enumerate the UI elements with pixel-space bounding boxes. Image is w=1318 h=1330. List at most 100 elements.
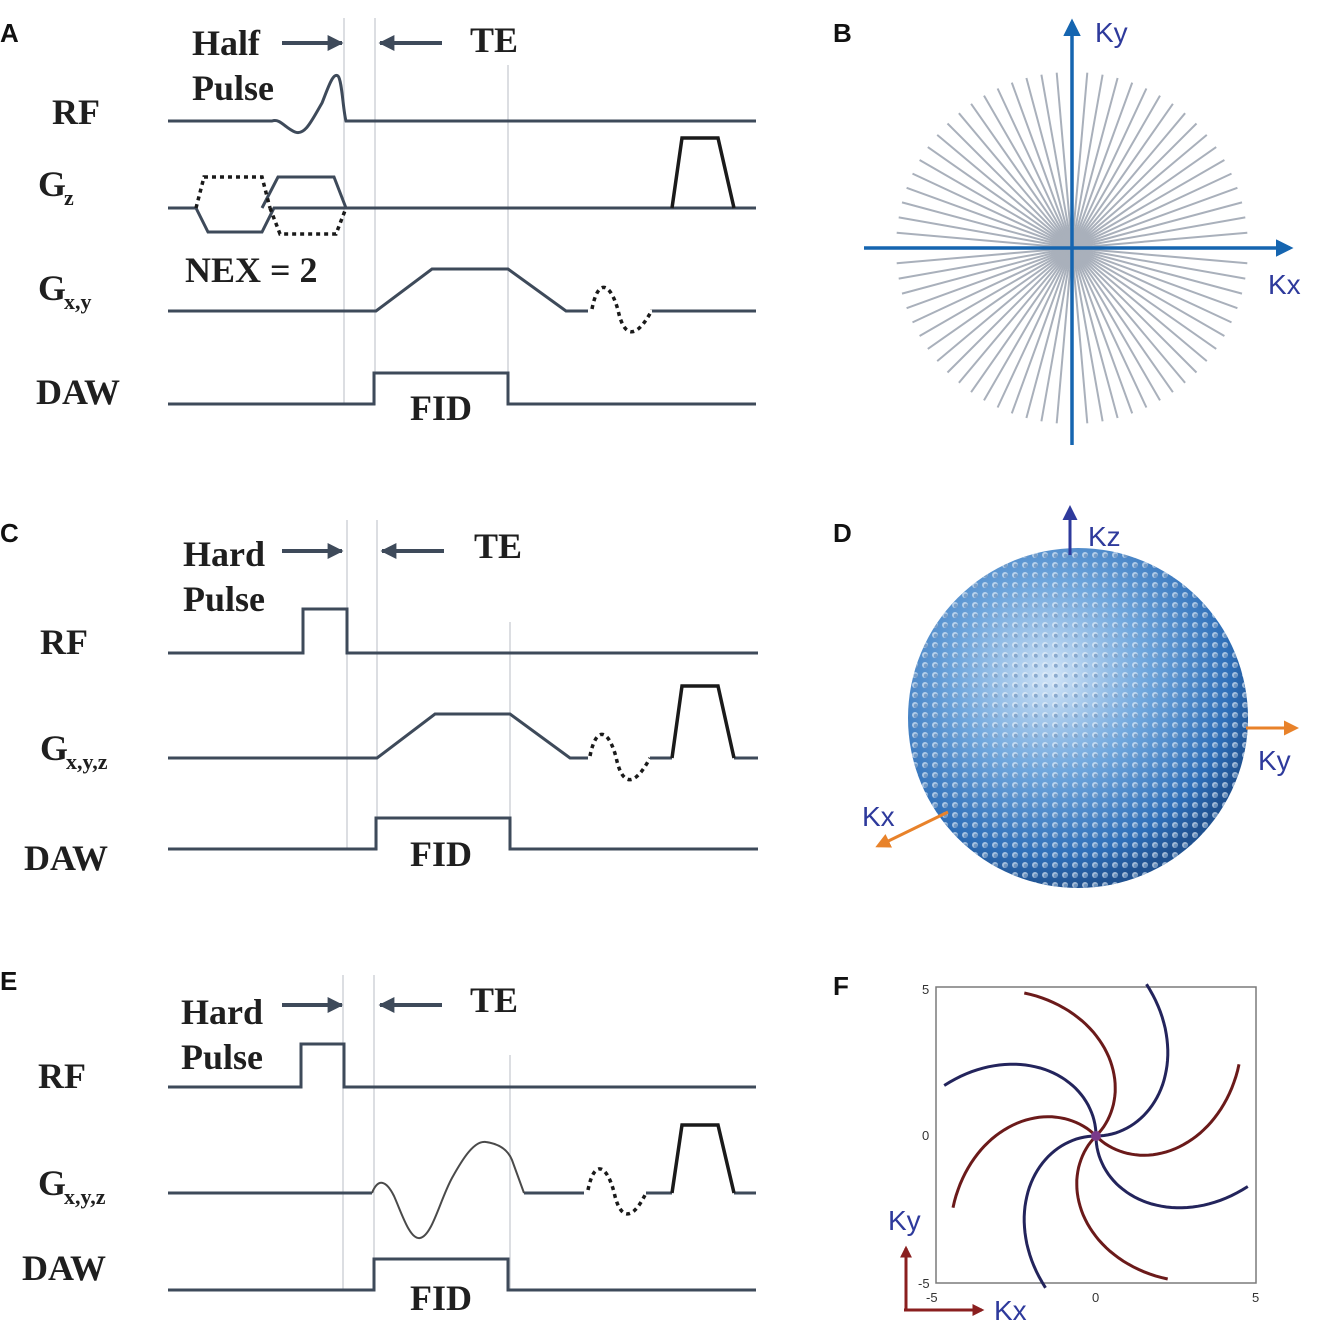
kspace-center [1091,1131,1101,1141]
hard-label: Hard [183,534,265,574]
x-tick-min: -5 [926,1290,938,1305]
gxy-subscript: x,y [64,289,92,314]
pulse-label: Pulse [181,1037,263,1077]
spiral-arm [1022,1134,1097,1289]
radial-spoke [996,247,1073,408]
radial-spoke [983,247,1073,401]
te-label: TE [470,20,518,60]
radial-spoke [1071,186,1238,249]
daw-label: DAW [22,1248,106,1288]
radial-spoke [1010,247,1073,414]
panel-b: B Ky Kx [833,17,1301,445]
kx-label: Kx [1268,269,1301,300]
ky-label: Ky [1258,745,1291,776]
half-pulse-rf-waveform [168,73,756,135]
radial-spoke [1071,247,1225,337]
radial-spoke [1071,72,1089,249]
radial-spoke [1071,247,1238,310]
gxyz-label: G [38,1163,66,1203]
gz-lobe-dotted-up [194,175,272,209]
radial-spoke [906,186,1073,249]
panel-letter-e: E [0,966,17,996]
gxy-label: G [38,268,66,308]
radial-spoke [912,247,1073,324]
ky-label: Ky [1095,17,1128,48]
gz-lobe-solid [260,175,348,209]
radial-spoke [1071,82,1134,249]
rewinder-dotted [586,1167,648,1216]
daw-window [168,1257,756,1292]
radial-spoke [919,247,1073,337]
radial-spoke [1071,247,1246,280]
spoiler-gradient [670,136,736,209]
half-label: Half [192,23,261,63]
hard-label: Hard [181,992,263,1032]
radial-spoke [1071,201,1243,249]
radial-spoke [1071,146,1217,249]
radial-spoke [1071,247,1104,422]
kz-label: Kz [1088,521,1121,552]
radial-spoke [906,247,1073,310]
daw-label: DAW [36,372,120,412]
panel-letter-b: B [833,18,852,48]
kx-label: Kx [862,801,895,832]
radial-spoke [1071,247,1089,424]
te-label: TE [474,526,522,566]
pulse-label: Pulse [183,579,265,619]
radial-spoke [1071,247,1148,408]
radial-spoke [912,172,1073,249]
panel-letter-a: A [0,18,19,48]
radial-spoke [970,103,1073,249]
radial-spoke [1071,77,1119,249]
panel-letter-d: D [833,518,852,548]
rewinder-dotted [590,285,654,334]
y-tick-min: -5 [918,1276,930,1291]
spiral-readout-gradient [371,1140,525,1239]
gz-subscript: z [64,185,74,210]
radial-spoke [970,247,1073,393]
radial-spokes [896,72,1248,424]
spiral-arm [943,1062,1098,1137]
nex-label: NEX = 2 [185,250,318,290]
radial-spoke [1055,247,1073,424]
radial-spoke [1071,95,1161,249]
radial-spoke [919,159,1073,249]
radial-spoke [1071,247,1217,350]
radial-spoke [896,231,1073,249]
daw-label: DAW [24,838,108,878]
radial-spoke [927,146,1073,249]
radial-spoke [1040,74,1073,249]
kx-axis [875,810,949,848]
radial-spoke [1071,247,1243,295]
radial-spoke [1071,247,1232,324]
ky-label: Ky [888,1205,921,1236]
radial-spoke [1055,72,1073,249]
radial-spoke [958,247,1073,384]
radial-spoke [1025,77,1073,249]
rf-label: RF [52,92,100,132]
y-tick-max: 5 [922,982,929,997]
panel-f: F 5 0 -5 -5 0 5 Ky Kx [833,971,1259,1326]
gz-label: G [38,164,66,204]
hard-pulse-rf-waveform [168,1042,756,1089]
radial-spoke [1071,247,1248,265]
radial-spoke [1071,159,1225,249]
plot-frame [935,986,1257,1284]
y-tick-zero: 0 [922,1128,929,1143]
panel-letter-c: C [0,518,19,548]
radial-spoke [936,247,1073,362]
spoiler-gradient [670,684,736,759]
radial-spoke [1071,247,1161,401]
radial-spoke [946,247,1073,374]
gz-baseline [168,206,756,234]
fid-label: FID [410,1278,472,1318]
readout-gradient [168,712,588,760]
radial-spoke [901,247,1073,295]
gxyz-label: G [40,728,68,768]
radial-spoke [898,216,1073,249]
te-label: TE [470,980,518,1020]
rf-label: RF [40,622,88,662]
gz-lobe-dotted-down [268,207,348,236]
radial-spoke [1071,247,1174,393]
